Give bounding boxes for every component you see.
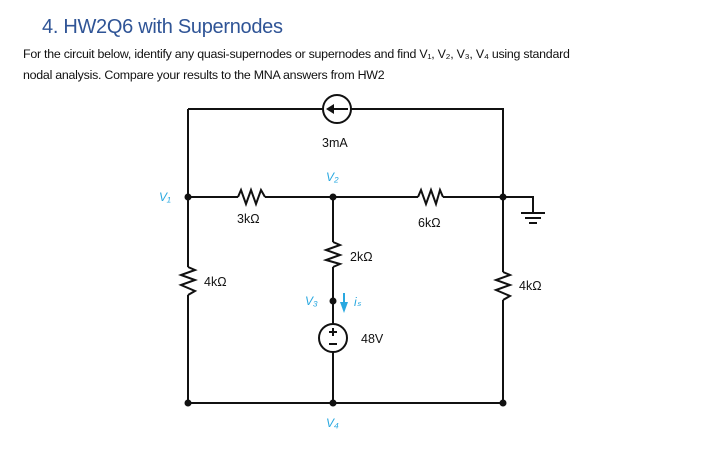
node-v4-label: V₄	[326, 416, 339, 430]
voltage-source-label: 48V	[361, 332, 384, 346]
resistor-3k-label: 3kΩ	[237, 212, 260, 226]
node-v3-label: V₃	[305, 294, 318, 308]
node-dots	[184, 193, 507, 407]
question-text: For the circuit below, identify any quas…	[23, 44, 570, 86]
node-v1-label: V₁	[159, 190, 171, 204]
resistor-6k-label: 6kΩ	[418, 216, 441, 230]
question-heading: 4. HW2Q6 with Supernodes	[42, 16, 283, 38]
node-v2-label: V₂	[326, 170, 339, 184]
resistor-4k-left-label: 4kΩ	[204, 275, 227, 289]
resistor-2k	[322, 241, 343, 268]
resistor-4k-right	[493, 271, 513, 301]
current-source-label: 3mA	[322, 136, 348, 150]
current-source	[322, 94, 352, 124]
resistor-4k-left	[178, 266, 198, 296]
current-direction-arrow	[340, 293, 348, 313]
resistor-4k-right-label: 4kΩ	[519, 279, 542, 293]
ground-icon	[521, 212, 545, 224]
question-line-2: nodal analysis. Compare your results to …	[23, 68, 385, 82]
wires	[187, 108, 534, 404]
resistor-3k	[237, 187, 266, 207]
resistor-2k-label: 2kΩ	[350, 250, 373, 264]
voltage-source	[318, 323, 348, 353]
question-line-1: For the circuit below, identify any quas…	[23, 47, 570, 61]
current-is-label: iₛ	[354, 295, 362, 309]
arrow-left-icon	[326, 104, 334, 114]
resistor-6k	[417, 187, 444, 208]
